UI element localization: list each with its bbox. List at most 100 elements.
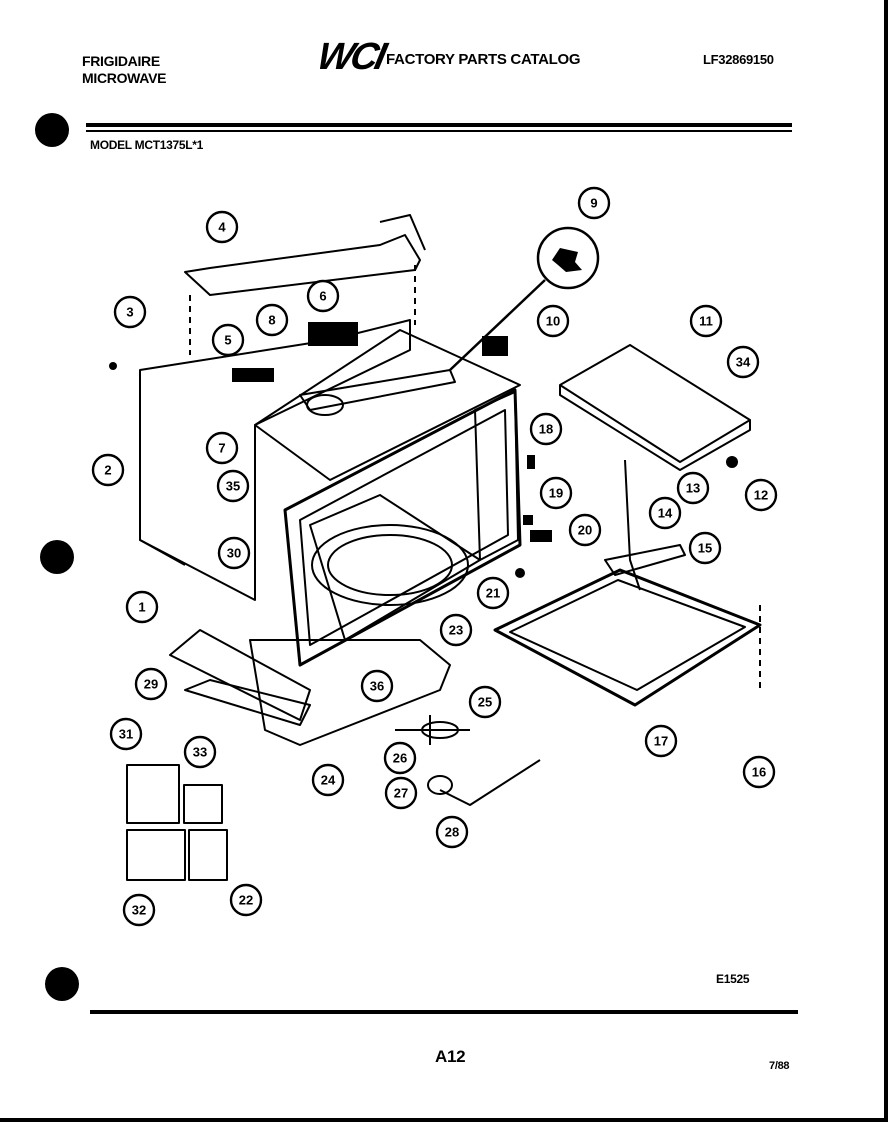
callout-circle [468, 685, 502, 719]
callout-circle [109, 717, 143, 751]
callout-circle [205, 431, 239, 465]
callout-label: 17 [654, 734, 668, 749]
callout-label: 33 [193, 745, 207, 760]
callout-12: 12 [744, 478, 778, 512]
binder-hole-bottom [45, 967, 79, 1001]
callout-label: 12 [754, 488, 768, 503]
accessory-box-33 [183, 784, 223, 824]
callout-label: 18 [539, 422, 553, 437]
callout-circle [205, 210, 239, 244]
callout-28: 28 [435, 815, 469, 849]
clip-19 [523, 515, 533, 525]
latch-bar [604, 544, 686, 576]
callout-31: 31 [109, 717, 143, 751]
callout-20: 20 [568, 513, 602, 547]
catalog-number: LF32869150 [703, 52, 774, 67]
callout-label: 4 [218, 220, 226, 235]
callout-25: 25 [468, 685, 502, 719]
callout-circle [183, 735, 217, 769]
callout-34: 34 [726, 345, 760, 379]
part-5 [232, 368, 274, 382]
callout-circle [383, 741, 417, 775]
control-panel [559, 344, 751, 463]
callout-16: 16 [742, 755, 776, 789]
callout-4: 4 [205, 210, 239, 244]
callout-13: 13 [676, 471, 710, 505]
door-assembly [493, 568, 762, 707]
door-panel [474, 391, 519, 561]
callout-circle [384, 776, 418, 810]
callout-label: 27 [394, 786, 408, 801]
callout-circle [439, 613, 473, 647]
callout-label: 10 [546, 314, 560, 329]
callout-26: 26 [383, 741, 417, 775]
callout-circle [529, 412, 563, 446]
callout-label: 25 [478, 695, 492, 710]
door-assembly-inner [509, 579, 746, 691]
callout-9: 9 [577, 186, 611, 220]
callout-circle [91, 453, 125, 487]
callout-35: 35 [216, 469, 250, 503]
header-rule-thin [86, 130, 792, 132]
front-frame [283, 388, 522, 667]
callout-23: 23 [439, 613, 473, 647]
callout-circle [742, 755, 776, 789]
callout-22: 22 [229, 883, 263, 917]
callout-label: 14 [658, 506, 673, 521]
callout-circle [689, 304, 723, 338]
callout-label: 13 [686, 481, 700, 496]
callout-32: 32 [122, 893, 156, 927]
front-frame-inner [299, 409, 509, 646]
binder-hole-top [35, 113, 69, 147]
callout-8: 8 [255, 303, 289, 337]
handle-arm [379, 214, 426, 251]
callout-24: 24 [311, 763, 345, 797]
callout-label: 31 [119, 727, 133, 742]
accessory-box-32 [126, 829, 186, 881]
top-handle [184, 234, 421, 296]
page-number: A12 [435, 1047, 466, 1066]
part-6 [308, 322, 358, 346]
binder-hole-middle [40, 540, 74, 574]
clip-18 [527, 455, 535, 469]
callout-label: 29 [144, 677, 158, 692]
callout-19: 19 [539, 476, 573, 510]
callout-circle [536, 304, 570, 338]
callout-circle [568, 513, 602, 547]
callout-label: 20 [578, 523, 592, 538]
brand-line-1: FRIGIDAIRE [82, 53, 160, 69]
callout-circle [435, 815, 469, 849]
callout-27: 27 [384, 776, 418, 810]
roller-guide [421, 721, 459, 739]
callout-circle [577, 186, 611, 220]
turntable-tray [311, 524, 469, 606]
header-rule-thick [86, 123, 792, 127]
callout-circle [539, 476, 573, 510]
callout-label: 22 [239, 893, 253, 908]
callout-circle [216, 469, 250, 503]
callout-33: 33 [183, 735, 217, 769]
callout-label: 6 [319, 289, 326, 304]
callout-circle [476, 576, 510, 610]
callout-30: 30 [217, 536, 251, 570]
callout-29: 29 [134, 667, 168, 701]
callout-3: 3 [113, 295, 147, 329]
screw-12 [726, 456, 738, 468]
callout-circle [229, 883, 263, 917]
callout-7: 7 [205, 431, 239, 465]
callout-label: 9 [590, 196, 597, 211]
callout-label: 2 [104, 463, 111, 478]
callout-10: 10 [536, 304, 570, 338]
callout-label: 36 [370, 679, 384, 694]
callout-circle [676, 471, 710, 505]
cavity-interior [309, 494, 481, 641]
callout-5: 5 [211, 323, 245, 357]
model-label: MODEL MCT1375L*1 [90, 138, 204, 152]
callout-label: 5 [224, 333, 231, 348]
callout-label: 8 [268, 313, 275, 328]
clip-20 [530, 530, 552, 542]
callout-14: 14 [648, 496, 682, 530]
accessory-box-22 [188, 829, 228, 881]
screw-3 [109, 362, 117, 370]
